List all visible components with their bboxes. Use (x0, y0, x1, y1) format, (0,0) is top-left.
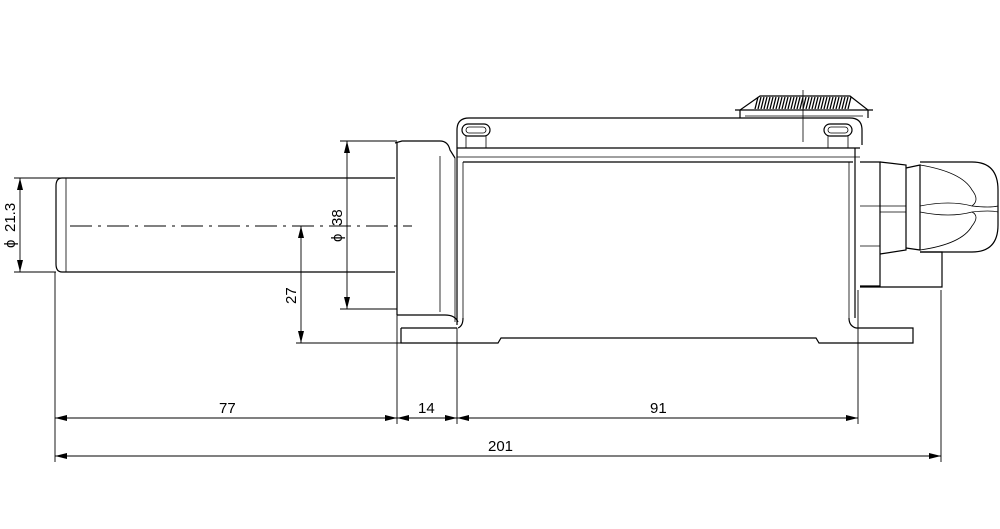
dim-label-flange-length: 14 (418, 400, 435, 417)
diameter-symbol: ϕ (329, 234, 346, 242)
dim-axis-height: 27 (283, 287, 300, 304)
dim-label-neck-diameter: 38 (329, 209, 346, 226)
dim-label-total-length: 201 (488, 438, 513, 455)
probe-tube (55, 177, 395, 273)
dim-probe-diameter: ϕ 21.3 (2, 203, 19, 248)
dim-label-probe-length: 77 (219, 400, 236, 417)
cable-gland (860, 161, 999, 288)
diameter-symbol: ϕ (2, 240, 19, 248)
dim-label-axis-height: 27 (283, 287, 300, 304)
base-plate (400, 327, 914, 344)
extension-lines (14, 140, 942, 462)
dim-label-probe-diameter: 21.3 (2, 203, 19, 232)
housing-body (456, 117, 863, 329)
flange-piece (394, 140, 459, 323)
dim-label-housing-length: 91 (650, 400, 667, 417)
dim-neck-diameter: ϕ 38 (329, 209, 346, 242)
arrow-heads (17, 141, 941, 459)
knurled-knob (735, 90, 873, 142)
dimension-lines (19, 141, 941, 457)
